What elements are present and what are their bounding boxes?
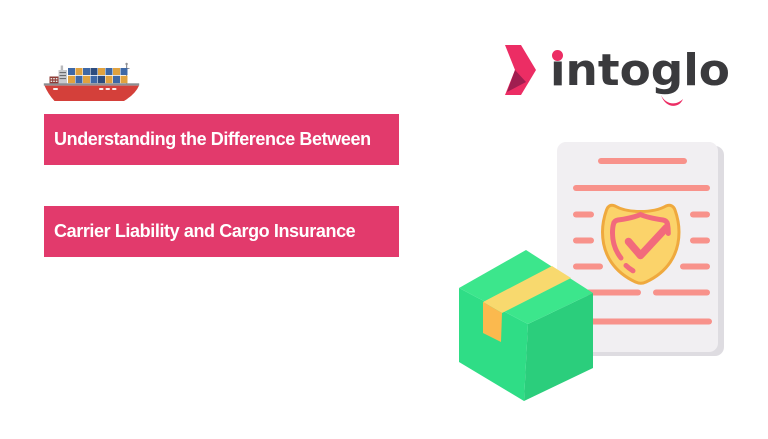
intoglo-logo: intoglo	[498, 38, 748, 110]
cargo-ship-icon	[43, 62, 140, 101]
intoglo-wordmark: intoglo	[550, 45, 730, 96]
logo-i-dot	[552, 50, 563, 61]
title-text-line1: Understanding the Difference Between	[54, 129, 371, 149]
title-text-line2: Carrier Liability and Cargo Insurance	[54, 221, 356, 241]
checkmark-icon	[624, 223, 671, 260]
package-tape	[483, 266, 571, 313]
shield-check-icon	[600, 203, 681, 285]
package-box-icon	[459, 250, 593, 401]
package-left-face	[459, 288, 528, 401]
logo-g-swash	[661, 95, 683, 106]
title-banner-line2: Carrier Liability and Cargo Insurance	[44, 206, 399, 257]
intoglo-logo-graphic: intoglo	[505, 45, 730, 106]
shield-body	[600, 203, 681, 285]
shield-outline-dash	[623, 263, 636, 274]
document-text-lines	[573, 158, 712, 325]
shield-inner-outline	[609, 211, 671, 261]
package-right-face	[524, 293, 593, 401]
insurance-illustration	[459, 142, 724, 401]
title-banner-line1: Understanding the Difference Between	[44, 114, 399, 165]
ship-containers	[68, 68, 128, 84]
package-tape-fold	[483, 302, 502, 342]
intoglo-arrow-icon	[505, 45, 536, 95]
